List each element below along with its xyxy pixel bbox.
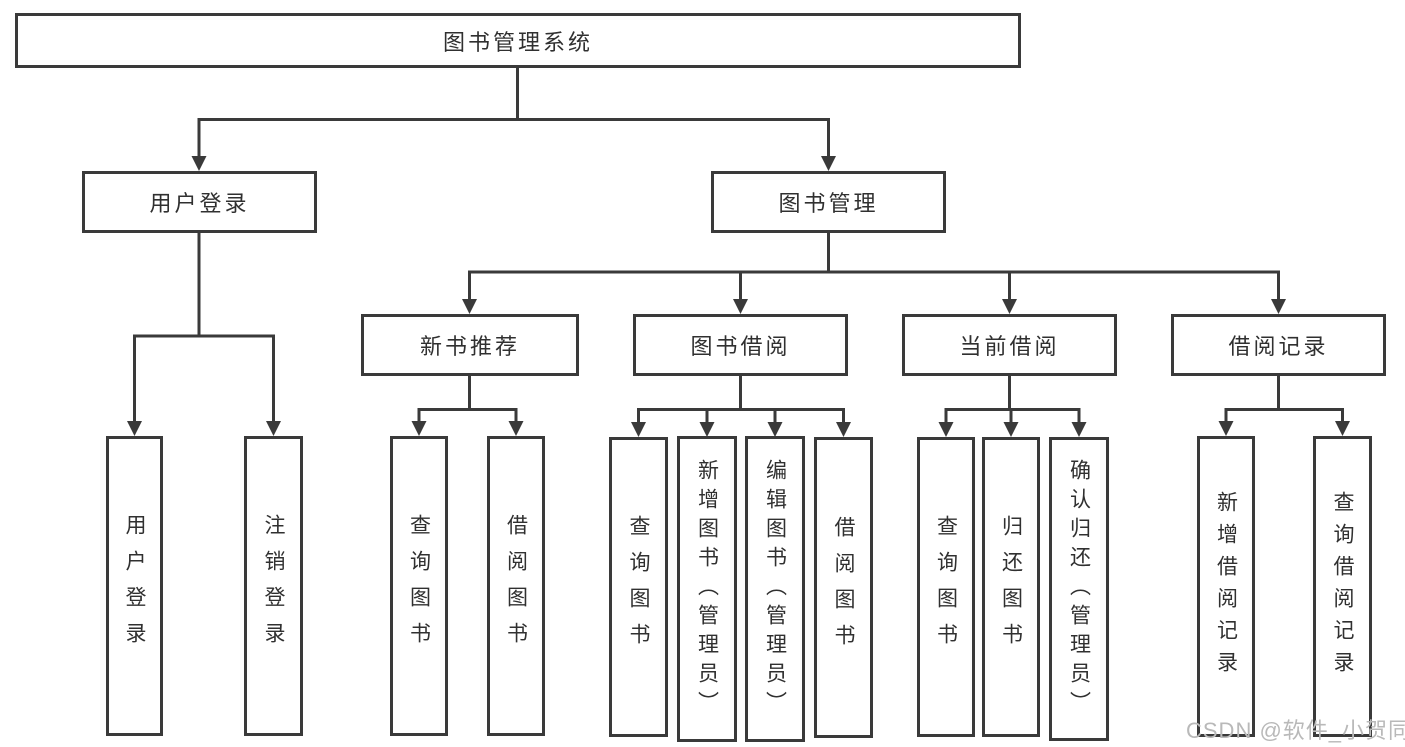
leaf-confirm-return: 确认归还（管理员）: [1049, 437, 1109, 741]
node-borrow-record-label: 借阅记录: [1228, 334, 1329, 359]
edge-book-mgmt-to-level3: [462, 233, 1286, 314]
node-new-book-rec-label: 新书推荐: [419, 334, 520, 359]
leaf-query-book-2: 查询图书: [609, 437, 668, 737]
edge-new-book-rec-to-leaves: [411, 376, 524, 436]
leaf-add-book-label: 新增图书（管理员）: [695, 458, 719, 720]
leaf-add-borrow-record: 新增借阅记录: [1197, 436, 1255, 737]
leaf-borrow-book-1: 借阅图书: [487, 436, 545, 736]
node-root-label: 图书管理系统: [442, 29, 593, 55]
node-root: 图书管理系统: [15, 13, 1021, 68]
leaf-edit-book-label: 编辑图书（管理员）: [763, 458, 787, 720]
edge-root-to-level2: [191, 66, 836, 171]
edge-user-login-to-leaves: [127, 233, 281, 436]
node-book-borrow-label: 图书借阅: [690, 334, 791, 359]
leaf-query-borrow-record-label: 查询借阅记录: [1331, 490, 1354, 683]
edge-current-borrow-to-leaves: [938, 376, 1087, 437]
leaf-query-book-1: 查询图书: [390, 436, 448, 736]
csdn-watermark: CSDN @软件_小贺同学: [1186, 718, 1405, 743]
leaf-logout: 注销登录: [244, 436, 303, 736]
edge-book-borrow-to-leaves: [631, 376, 851, 437]
leaf-borrow-book-2-label: 借阅图书: [832, 515, 855, 660]
leaf-borrow-book-1-label: 借阅图书: [504, 514, 528, 658]
node-new-book-rec: 新书推荐: [361, 314, 579, 376]
leaf-query-book-3: 查询图书: [917, 437, 975, 737]
leaf-query-book-3-label: 查询图书: [934, 515, 958, 659]
leaf-add-borrow-record-label: 新增借阅记录: [1214, 490, 1238, 683]
leaf-query-book-2-label: 查询图书: [627, 515, 650, 659]
leaf-add-book: 新增图书（管理员）: [677, 436, 737, 742]
node-current-borrow: 当前借阅: [902, 314, 1117, 376]
leaf-logout-label: 注销登录: [262, 514, 285, 658]
leaf-user-login-label: 用户登录: [123, 514, 146, 658]
node-current-borrow-label: 当前借阅: [959, 334, 1060, 359]
leaf-return-book-label: 归还图书: [999, 515, 1023, 659]
node-book-mgmt: 图书管理: [711, 171, 946, 233]
edge-borrow-record-to-leaves: [1218, 376, 1350, 436]
leaf-borrow-book-2: 借阅图书: [814, 437, 873, 738]
leaf-confirm-return-label: 确认归还（管理员）: [1067, 458, 1091, 720]
leaf-query-borrow-record: 查询借阅记录: [1313, 436, 1372, 737]
leaf-edit-book: 编辑图书（管理员）: [745, 436, 805, 742]
node-user-login-label: 用户登录: [149, 191, 250, 216]
leaf-query-book-1-label: 查询图书: [407, 514, 431, 658]
node-user-login: 用户登录: [82, 171, 317, 233]
node-borrow-record: 借阅记录: [1171, 314, 1386, 376]
node-book-mgmt-label: 图书管理: [778, 191, 879, 216]
node-book-borrow: 图书借阅: [633, 314, 848, 376]
leaf-return-book: 归还图书: [982, 437, 1040, 737]
leaf-user-login: 用户登录: [106, 436, 163, 736]
